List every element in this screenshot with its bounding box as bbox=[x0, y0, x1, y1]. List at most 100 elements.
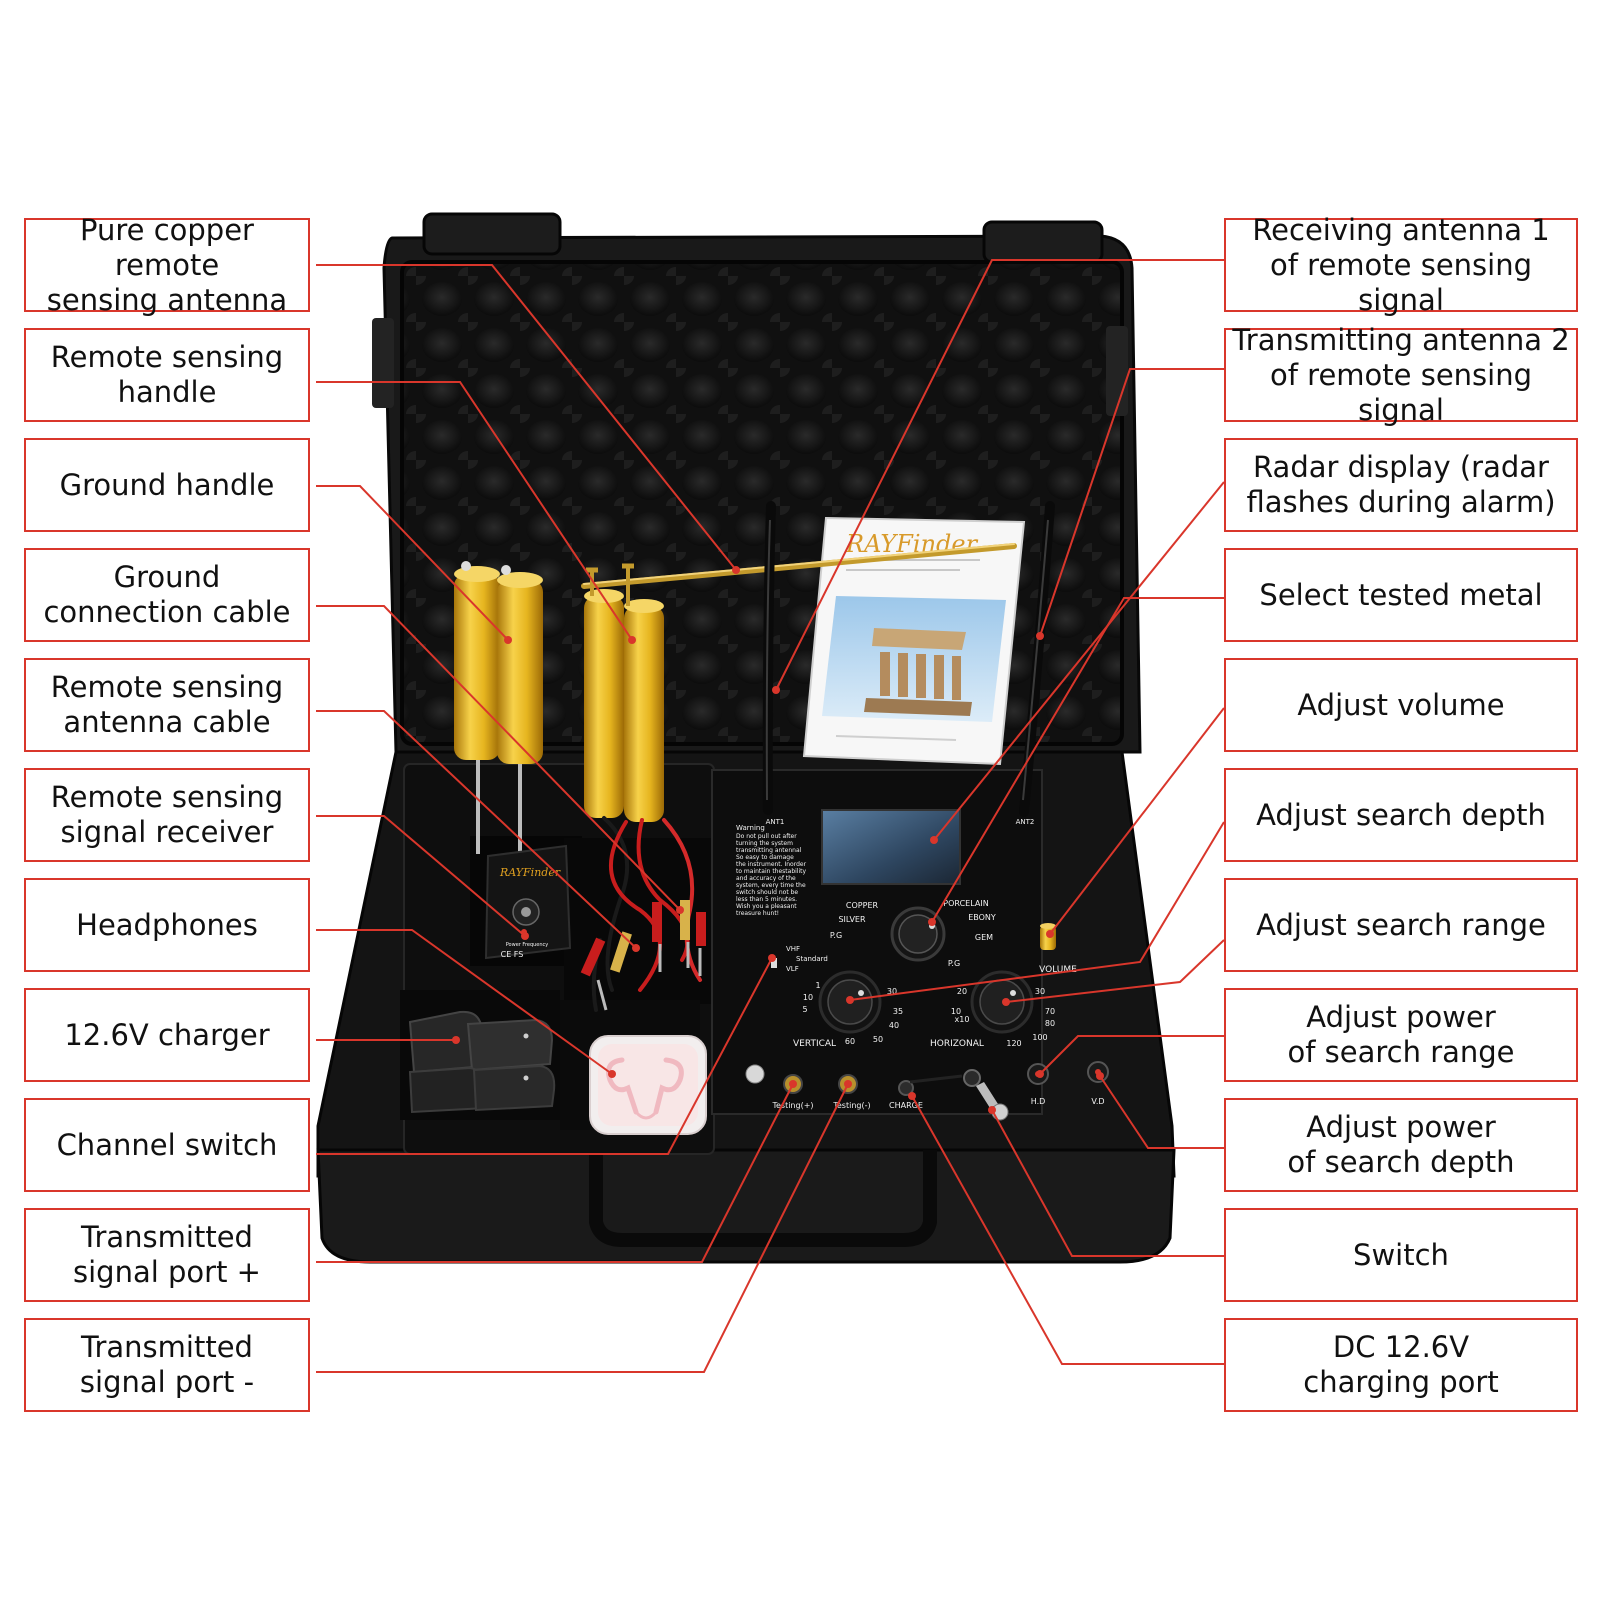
horizontal-label: HORIZONAL bbox=[930, 1039, 984, 1049]
lid-latch-right bbox=[982, 220, 1104, 264]
vertical-scale-tick: 30 bbox=[887, 987, 897, 996]
horizontal-scale-tick: 30 bbox=[1035, 987, 1045, 996]
warning-line: the instrument. Inorder bbox=[736, 861, 807, 868]
horizontal-scale-tick: x10 bbox=[955, 1015, 970, 1024]
callout-adjust-volume: Adjust volume bbox=[1224, 658, 1578, 752]
warning-line: less than 5 minutes. bbox=[736, 896, 797, 903]
metal-label: P.G bbox=[948, 959, 960, 968]
callout-text: Ground handle bbox=[59, 467, 275, 502]
leader-dots bbox=[452, 566, 1104, 1114]
callout-switch: Switch bbox=[1224, 1208, 1578, 1302]
horizontal-scale-tick: 100 bbox=[1032, 1033, 1047, 1042]
volume-label: VOLUME bbox=[1039, 965, 1077, 975]
horizontal-scale-tick: 80 bbox=[1045, 1019, 1055, 1028]
warning-line: turning the system bbox=[736, 840, 793, 847]
vertical-scale-tick: 10 bbox=[803, 993, 813, 1002]
horizontal-scale-tick: 20 bbox=[957, 987, 967, 996]
callout-text: Channel switch bbox=[56, 1127, 278, 1162]
callout-charger: 12.6V charger bbox=[24, 988, 310, 1082]
power-key-switch[interactable] bbox=[909, 1069, 1009, 1121]
warning-line: So easy to damage bbox=[736, 854, 794, 861]
receiver-marks: CE FS bbox=[501, 950, 524, 959]
callout-headphones: Headphones bbox=[24, 878, 310, 972]
callout-text: Switch bbox=[1353, 1237, 1449, 1272]
callout-text: Headphones bbox=[76, 907, 258, 942]
vertical-scale-tick: 1 bbox=[815, 981, 820, 990]
warning-title: Warning bbox=[736, 824, 765, 832]
warning-line: treasure hunt! bbox=[736, 910, 779, 917]
metal-selector[interactable]: COPPER SILVER P.G EBONY PORCELAIN GEM P.G bbox=[830, 899, 996, 968]
callout-text: Adjust search depth bbox=[1256, 797, 1546, 832]
vertical-scale-tick: 50 bbox=[873, 1035, 883, 1044]
channel-label: Standard bbox=[796, 955, 828, 963]
receiver-brand: RAYFinder bbox=[499, 866, 561, 879]
warning-line: and accuracy of the bbox=[736, 875, 796, 882]
callout-adjust-search-range: Adjust search range bbox=[1224, 878, 1578, 972]
metal-label: EBONY bbox=[968, 913, 996, 922]
charge-port[interactable] bbox=[898, 1080, 914, 1096]
metal-label: PORCELAIN bbox=[943, 899, 988, 908]
indicator-led bbox=[745, 1064, 765, 1084]
horizontal-scale-tick: 10 bbox=[951, 1007, 961, 1016]
warning-line: system, every time the bbox=[736, 882, 806, 889]
port-label: H.D bbox=[1031, 1097, 1046, 1106]
user-manual: RAYFinder bbox=[802, 516, 1026, 766]
leader-lines bbox=[316, 259, 1225, 1373]
signal-receiver-box: RAYFinder Power Frequency CE FS bbox=[484, 844, 572, 960]
warning-line: to maintain thestability bbox=[736, 868, 806, 875]
vertical-label: VERTICAL bbox=[793, 1039, 836, 1049]
horizontal-scale-tick: 120 bbox=[1006, 1039, 1021, 1048]
receiver-caption: Power Frequency bbox=[506, 942, 549, 948]
port-label: Testing(+) bbox=[771, 1101, 813, 1110]
ant1-label: ANT1 bbox=[766, 818, 785, 826]
metal-label: SILVER bbox=[838, 915, 866, 924]
metal-label: P.G bbox=[830, 931, 842, 940]
callout-adjust-search-depth: Adjust search depth bbox=[1224, 768, 1578, 862]
horizontal-scale-tick: 70 bbox=[1045, 1007, 1055, 1016]
vertical-scale-tick: 40 bbox=[889, 1021, 899, 1030]
lid-latch-left bbox=[422, 212, 562, 256]
headphones-case bbox=[589, 1035, 707, 1135]
metal-label: GEM bbox=[975, 933, 993, 942]
charger bbox=[408, 1010, 556, 1114]
channel-label: VHF bbox=[786, 945, 800, 953]
callout-ground-handle: Ground handle bbox=[24, 438, 310, 532]
vertical-scale-tick: 60 bbox=[845, 1037, 855, 1046]
copper-antenna-rod bbox=[581, 543, 1017, 589]
port-label: Testing(-) bbox=[832, 1101, 870, 1110]
callout-text: Adjust volume bbox=[1297, 687, 1505, 722]
callout-text: Adjust search range bbox=[1256, 907, 1546, 942]
vertical-scale-tick: 5 bbox=[802, 1005, 807, 1014]
callout-channel-switch: Channel switch bbox=[24, 1098, 310, 1192]
transmitting-whip-antenna bbox=[1019, 501, 1055, 817]
control-panel: ANT1 ANT2 Warning Do not pull out aftert… bbox=[711, 769, 1109, 1121]
metal-label: COPPER bbox=[846, 901, 879, 910]
port-label: V.D bbox=[1091, 1097, 1104, 1106]
receiving-whip-antenna bbox=[762, 501, 776, 815]
callout-text: 12.6V charger bbox=[64, 1017, 270, 1052]
callout-select-tested-metal: Select tested metal bbox=[1224, 548, 1578, 642]
vertical-scale-tick: 35 bbox=[893, 1007, 903, 1016]
warning-line: switch should not be bbox=[736, 889, 798, 896]
